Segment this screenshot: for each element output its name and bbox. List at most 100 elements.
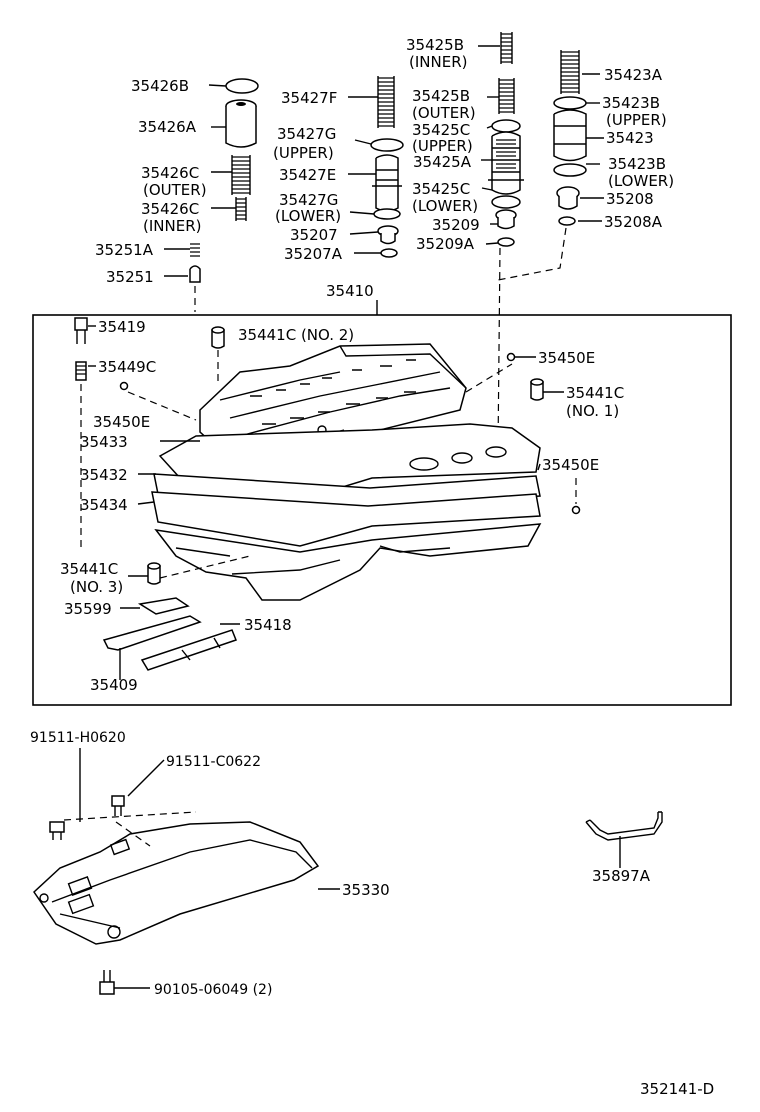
label-35427g-upper: 35427G <box>277 125 336 143</box>
label-35450e-right: 35450E <box>542 456 599 474</box>
part-35450e-ball-right <box>571 505 581 515</box>
label-35209a: 35209A <box>416 235 475 253</box>
label-upper-2: (UPPER) <box>412 137 473 155</box>
part-35897a-tube <box>585 811 663 841</box>
label-35418: 35418 <box>244 616 292 634</box>
part-35418-rod <box>140 629 237 671</box>
part-35208a-spring <box>558 216 576 226</box>
label-35423: 35423 <box>606 129 654 147</box>
label-outer-1: (OUTER) <box>412 104 476 122</box>
part-35427g-upper-ring <box>370 138 404 152</box>
label-35897a: 35897A <box>592 867 651 885</box>
label-no3: (NO. 3) <box>70 578 123 596</box>
part-35208-check-ball <box>556 186 580 210</box>
label-35409: 35409 <box>90 676 138 694</box>
label-35427g-lower: 35427G <box>279 191 338 209</box>
label-35427e: 35427E <box>279 166 336 184</box>
part-35251-plunger <box>189 265 201 283</box>
part-35207a-spring <box>380 248 398 258</box>
part-35441c-no3-plug <box>147 562 161 585</box>
label-35209: 35209 <box>432 216 480 234</box>
label-lower-3: (LOWER) <box>275 207 341 225</box>
part-35450e-ball-top <box>506 352 516 362</box>
part-35434-gasket <box>151 491 541 547</box>
part-35426a-sleeve <box>225 99 257 148</box>
diagram-id: 352141-D <box>640 1080 714 1098</box>
part-35427e-valve <box>372 154 402 212</box>
label-35208: 35208 <box>606 190 654 208</box>
label-35423b-lower: 35423B <box>608 155 666 173</box>
label-35425b-outer: 35425B <box>412 87 470 105</box>
part-90105-06049-bolt <box>99 970 115 995</box>
part-35207-check-ball <box>377 225 399 245</box>
leader-lines <box>79 45 621 989</box>
part-35426c-outer-spring <box>231 155 251 195</box>
guide-line-valve-right <box>465 363 513 393</box>
part-91511-h0620-bolt <box>49 821 65 840</box>
label-inner-2: (INNER) <box>143 217 201 235</box>
label-35330: 35330 <box>342 881 390 899</box>
label-35449c: 35449C <box>98 358 156 376</box>
part-lower-valve-body <box>154 523 542 601</box>
label-35434: 35434 <box>80 496 128 514</box>
part-91511-c0622-bolt <box>111 795 125 816</box>
guide-line-35208a <box>497 227 567 281</box>
label-35425c-lower: 35425C <box>412 180 470 198</box>
label-35450e-top: 35450E <box>538 349 595 367</box>
part-35427f-spring <box>377 76 395 128</box>
label-35251: 35251 <box>106 268 154 286</box>
part-35423-piston <box>553 109 587 162</box>
label-35207: 35207 <box>290 226 338 244</box>
part-35425b-outer-spring <box>498 78 515 114</box>
part-35425a-valve <box>488 131 524 195</box>
guide-line-35209a <box>497 247 501 451</box>
label-35599: 35599 <box>64 600 112 618</box>
label-inner-1: (INNER) <box>409 53 467 71</box>
label-35208a: 35208A <box>604 213 663 231</box>
part-35426b-ring <box>225 78 259 94</box>
label-35426a: 35426A <box>138 118 197 136</box>
label-91511-h0620: 91511-H0620 <box>30 730 126 746</box>
part-35427g-lower-ring <box>373 208 401 220</box>
part-35409-lever <box>102 615 202 651</box>
label-35426b: 35426B <box>131 77 189 95</box>
label-35450e-left: 35450E <box>93 413 150 431</box>
guide-line-pan-bolts <box>63 811 197 847</box>
part-35419-bolt <box>74 317 88 344</box>
label-upper-1: (UPPER) <box>606 111 667 129</box>
label-35207a: 35207A <box>284 245 343 263</box>
part-35423b-lower-ring <box>553 163 587 177</box>
label-lower-1: (LOWER) <box>608 172 674 190</box>
label-35425c-upper: 35425C <box>412 121 470 139</box>
part-35450e-ball-left <box>119 381 129 391</box>
part-35330-oil-pan <box>33 821 320 945</box>
label-35423b-upper: 35423B <box>602 94 660 112</box>
label-35441c-no2: 35441C (NO. 2) <box>238 326 354 344</box>
part-35449c-bolt <box>75 361 87 381</box>
part-35441c-no1-plug <box>530 378 544 401</box>
part-35425c-lower-ring <box>491 195 521 209</box>
label-35427f: 35427F <box>281 89 337 107</box>
part-35423a-spring <box>560 50 580 94</box>
part-35425b-inner-spring <box>500 32 513 64</box>
label-35423a: 35423A <box>604 66 663 84</box>
part-labels: 35425B (INNER) 35423A 35426B 35427F 3542… <box>30 36 714 1098</box>
label-35441c-no3: 35441C <box>60 560 118 578</box>
valve-body-assembly-box <box>32 314 732 706</box>
label-upper-3: (UPPER) <box>273 144 334 162</box>
label-35425a: 35425A <box>413 153 472 171</box>
part-35209-check-ball <box>495 209 517 230</box>
part-35441c-no2-plug <box>211 326 225 349</box>
label-35433: 35433 <box>80 433 128 451</box>
label-no1: (NO. 1) <box>566 402 619 420</box>
label-91511-c0622: 91511-C0622 <box>166 754 261 770</box>
guide-line-35441c-no3 <box>159 555 251 579</box>
part-35426c-inner-spring <box>235 197 247 221</box>
label-35432: 35432 <box>80 466 128 484</box>
part-35423b-upper-ring <box>553 96 587 110</box>
label-35441c-no1: 35441C <box>566 384 624 402</box>
label-outer-2: (OUTER) <box>143 181 207 199</box>
part-35251a-spring <box>190 243 200 257</box>
label-90105-06049: 90105-06049 (2) <box>154 982 272 998</box>
